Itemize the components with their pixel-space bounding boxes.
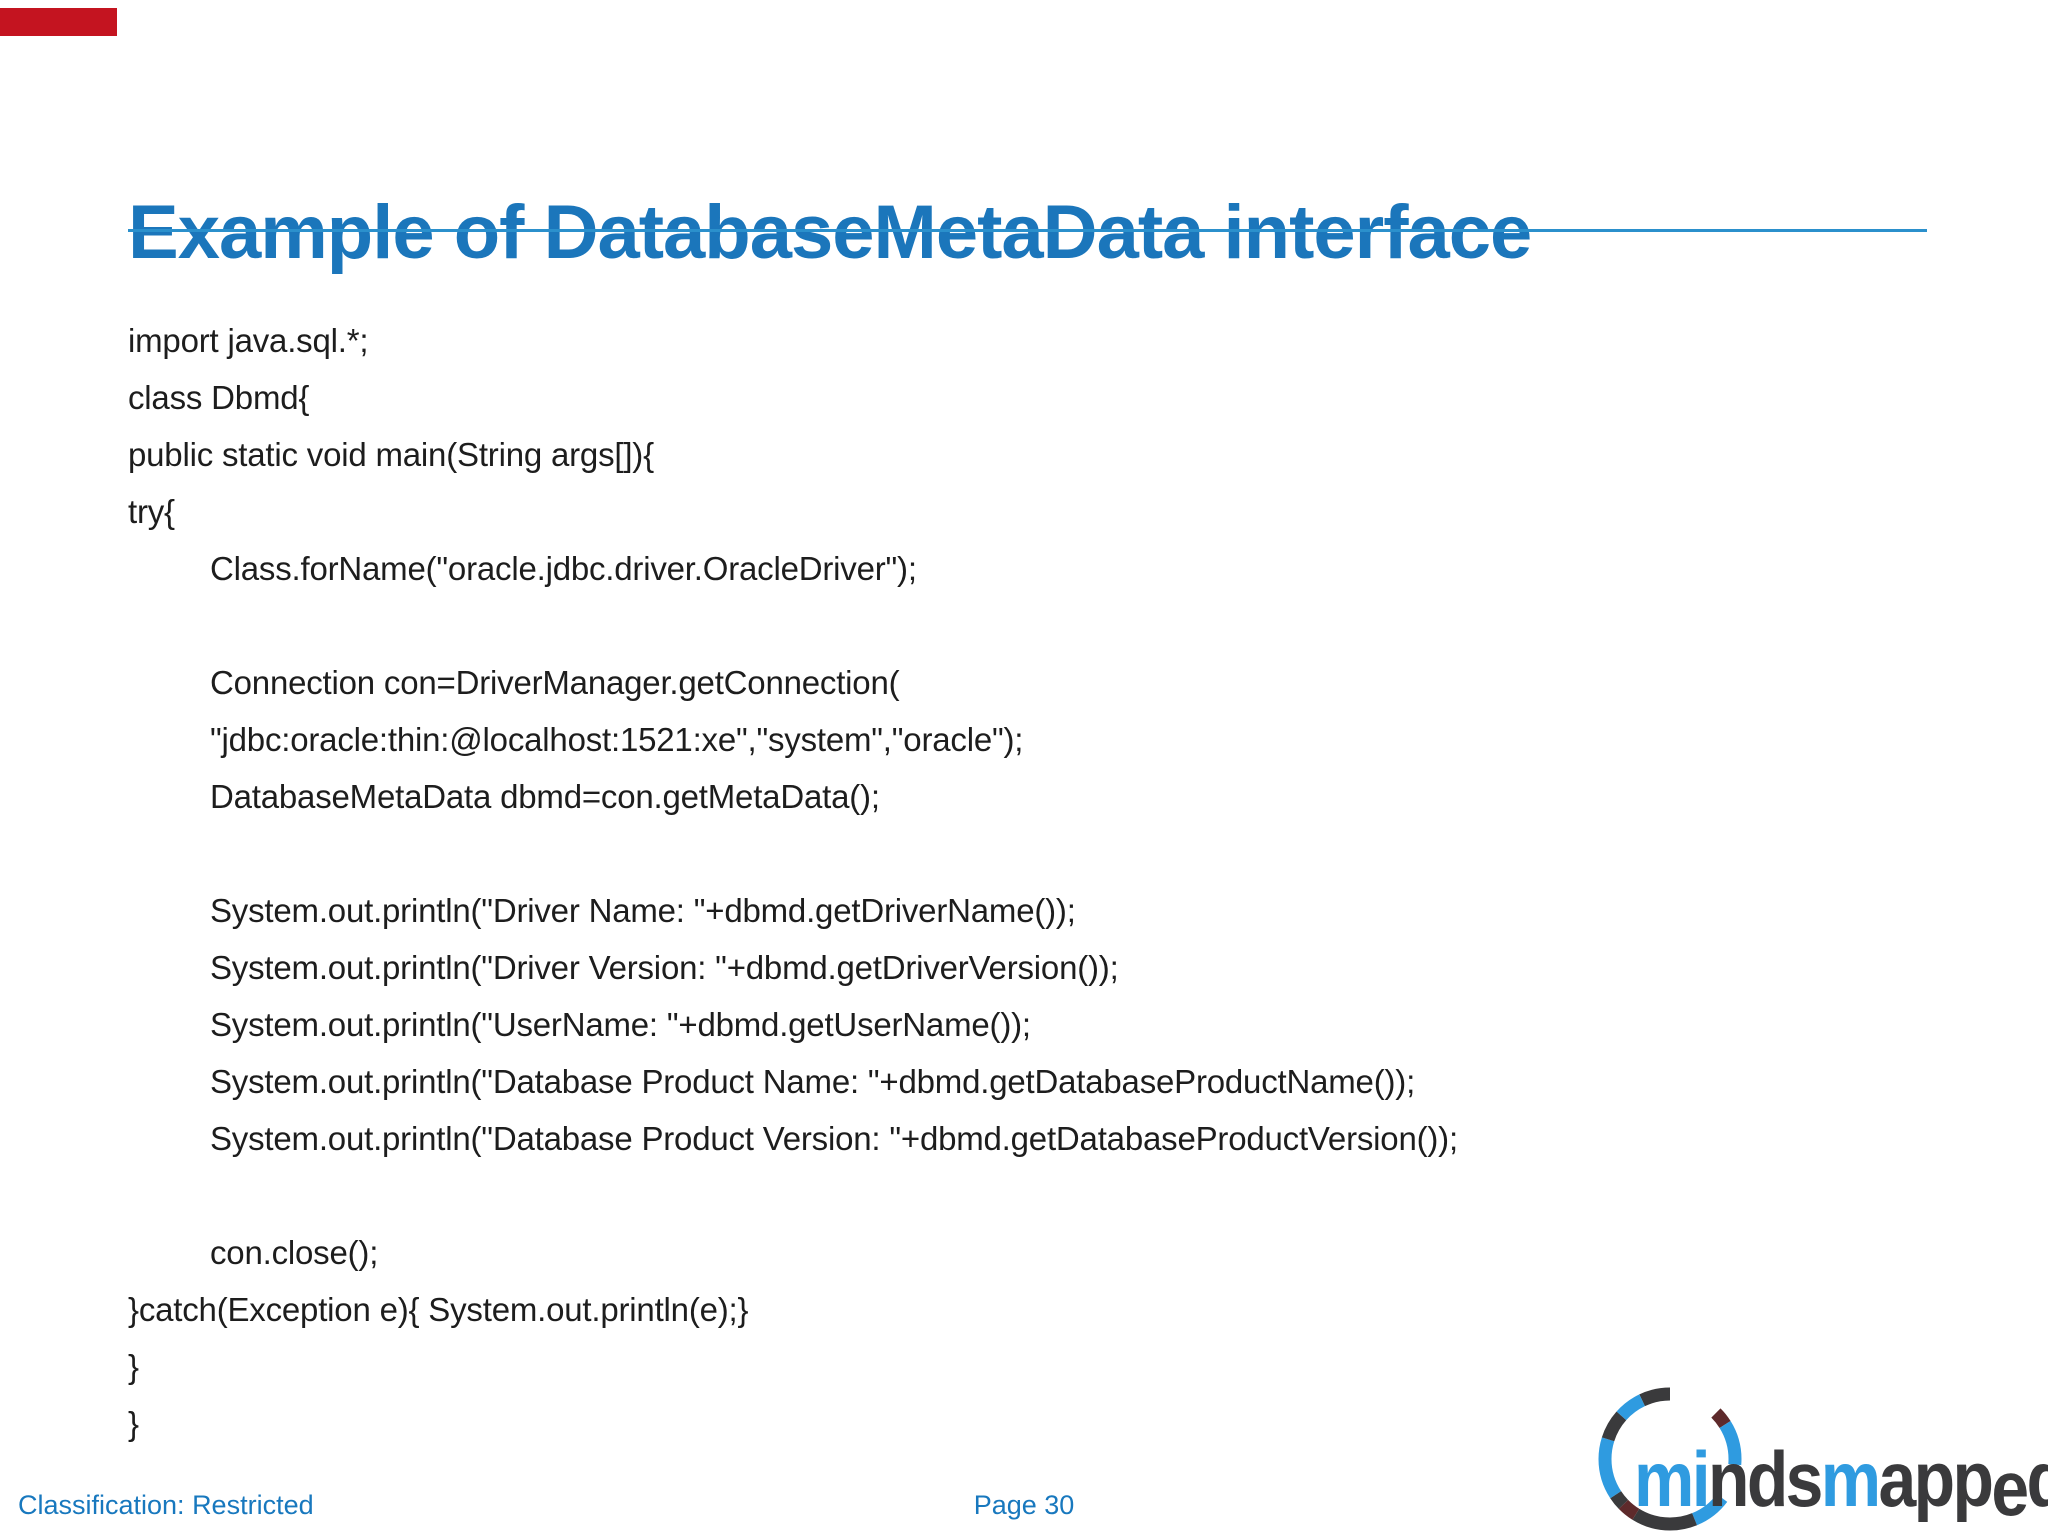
page-title: Example of DatabaseMetaData interface — [128, 189, 1532, 275]
ring-segment — [1598, 1387, 1742, 1531]
wordmark-segment: e — [1991, 1444, 2029, 1532]
code-line: System.out.println("Driver Name: "+dbmd.… — [210, 892, 1076, 929]
code-line: } — [128, 1405, 139, 1442]
code-line: DatabaseMetaData dbmd=con.getMetaData(); — [210, 778, 880, 815]
code-line: } — [128, 1348, 139, 1385]
wordmark-segment: mi — [1634, 1435, 1711, 1523]
code-line: }catch(Exception e){ System.out.println(… — [128, 1291, 749, 1328]
code-line: Class.forName("oracle.jdbc.driver.Oracle… — [210, 550, 917, 587]
code-line — [128, 597, 1928, 654]
wordmark-segment: app — [1878, 1435, 1994, 1523]
code-block: import java.sql.*; class Dbmd{ public st… — [128, 312, 1928, 1452]
code-line — [128, 1167, 1928, 1224]
title-underline — [128, 229, 1927, 232]
page-number-label: Page 30 — [973, 1490, 1075, 1520]
wordmark-segment: d — [2026, 1435, 2048, 1523]
code-line: Connection con=DriverManager.getConnecti… — [210, 664, 900, 701]
ring-segment — [1598, 1387, 1742, 1531]
wordmark-segment: nds — [1707, 1435, 1823, 1523]
code-line: System.out.println("Database Product Ver… — [210, 1120, 1458, 1157]
code-line: System.out.println("UserName: "+dbmd.get… — [210, 1006, 1031, 1043]
code-line: public static void main(String args[]){ — [128, 436, 654, 473]
wordmark-segment: m — [1820, 1435, 1881, 1523]
logo-ring-icon — [1598, 1387, 1742, 1531]
code-line: con.close(); — [210, 1234, 379, 1271]
code-line: try{ — [128, 493, 175, 530]
ring-segment — [1598, 1387, 1742, 1531]
mindsmapped-logo: mindsmapped — [1596, 1383, 2048, 1536]
code-line: System.out.println("Database Product Nam… — [210, 1063, 1416, 1100]
code-line — [128, 825, 1928, 882]
code-line: class Dbmd{ — [128, 379, 310, 416]
red-corner-marker — [0, 8, 117, 36]
logo-wordmark: mindsmapped — [1634, 1440, 2048, 1527]
code-line: "jdbc:oracle:thin:@localhost:1521:xe","s… — [210, 721, 1024, 758]
code-line: System.out.println("Driver Version: "+db… — [210, 949, 1119, 986]
ring-segment — [1598, 1387, 1742, 1531]
classification-label: Classification: Restricted — [18, 1490, 314, 1520]
code-line: import java.sql.*; — [128, 322, 369, 359]
